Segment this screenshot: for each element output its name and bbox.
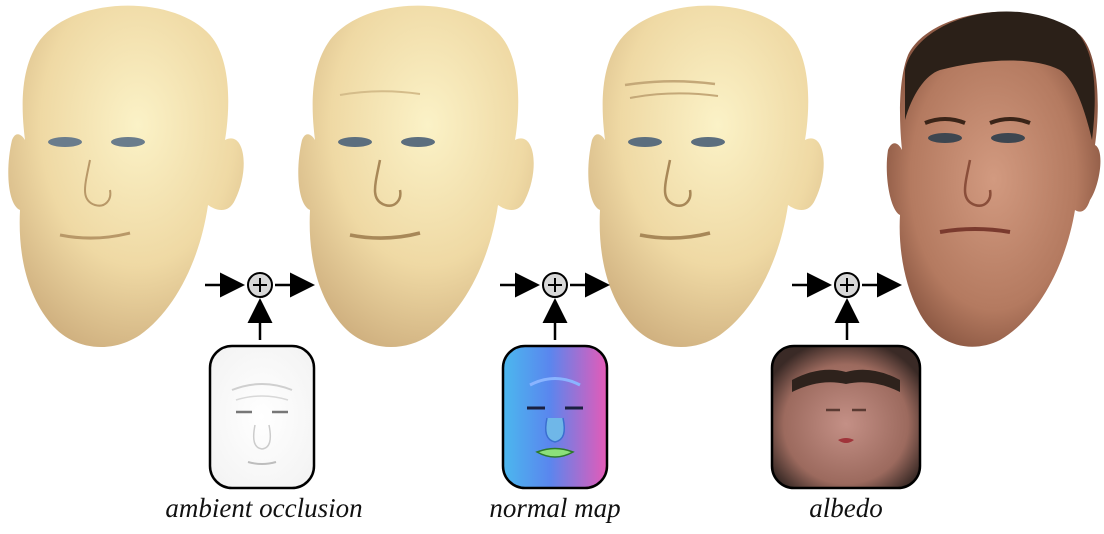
caption-albedo: albedo (809, 493, 883, 524)
operator-group-2 (500, 273, 605, 340)
operator-group-3 (792, 273, 897, 340)
head-with-normal-map (588, 6, 823, 347)
head-with-ambient-occlusion (298, 6, 533, 347)
caption-ambient-occlusion: ambient occlusion (165, 493, 362, 524)
normal-map (503, 346, 607, 488)
caption-normal-map: normal map (489, 493, 620, 524)
albedo-map (772, 346, 920, 488)
operator-group-1 (205, 273, 310, 340)
head-base-shading (8, 6, 243, 347)
ambient-occlusion-map (210, 346, 314, 488)
head-final-textured (887, 11, 1101, 346)
